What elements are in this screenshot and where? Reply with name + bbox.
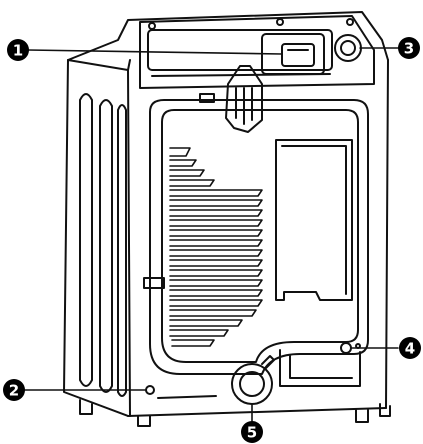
side-rib-3 — [117, 104, 127, 397]
callout-4: 4 — [399, 337, 421, 359]
lower-right-channel-inner — [289, 355, 353, 379]
rear-access-window-inner — [281, 145, 347, 295]
rear-panel-outline — [149, 99, 369, 375]
exhaust-bracket-rib — [235, 87, 253, 125]
svg-text:4: 4 — [405, 340, 415, 358]
svg-text:3: 3 — [404, 40, 414, 58]
top-panel-screw-right — [276, 18, 284, 26]
drain-port-outer — [231, 363, 273, 405]
callout-5: 5 — [241, 421, 263, 443]
cabinet-bottom-edge — [127, 407, 387, 417]
base-screw-hole — [145, 385, 155, 395]
callout-3: 3 — [398, 37, 420, 59]
panel-clip — [143, 277, 165, 289]
svg-text:5: 5 — [247, 424, 257, 442]
drain-port-inner — [239, 371, 265, 397]
base-slot — [157, 395, 217, 399]
top-panel-screw-far — [346, 18, 354, 26]
cabinet-top-back-edge — [67, 59, 131, 71]
cabinet-left-side — [63, 59, 129, 417]
bracket-tab — [199, 93, 215, 103]
rear-right-foot — [355, 409, 369, 423]
svg-text:2: 2 — [9, 382, 19, 400]
cabinet-right-side — [385, 59, 389, 409]
rear-left-foot — [137, 415, 151, 427]
water-inlet-inner — [340, 40, 356, 56]
cabinet-top-edge — [67, 11, 389, 61]
top-back-panel — [139, 15, 375, 89]
vent-slots — [169, 147, 263, 347]
drain-port-tab — [261, 355, 275, 369]
callout-2: 2 — [3, 379, 25, 401]
rear-access-window — [275, 139, 353, 301]
rear-panel-inner-outline — [161, 109, 359, 363]
svg-text:1: 1 — [13, 42, 23, 60]
top-panel-recess — [147, 29, 333, 71]
steam-port — [340, 342, 352, 354]
callout-1: 1 — [7, 39, 29, 61]
water-inlet-outer — [334, 34, 362, 62]
side-rib-1 — [79, 93, 93, 387]
side-rib-2 — [99, 99, 113, 393]
front-left-foot — [79, 399, 93, 415]
front-right-foot — [379, 403, 391, 417]
cabinet-back-left-edge — [127, 69, 131, 417]
terminal-block — [281, 43, 315, 67]
exhaust-bracket — [225, 65, 263, 133]
lower-right-channel — [279, 349, 361, 387]
top-panel-screw-left — [148, 22, 156, 30]
leader-line-1 — [27, 49, 283, 55]
